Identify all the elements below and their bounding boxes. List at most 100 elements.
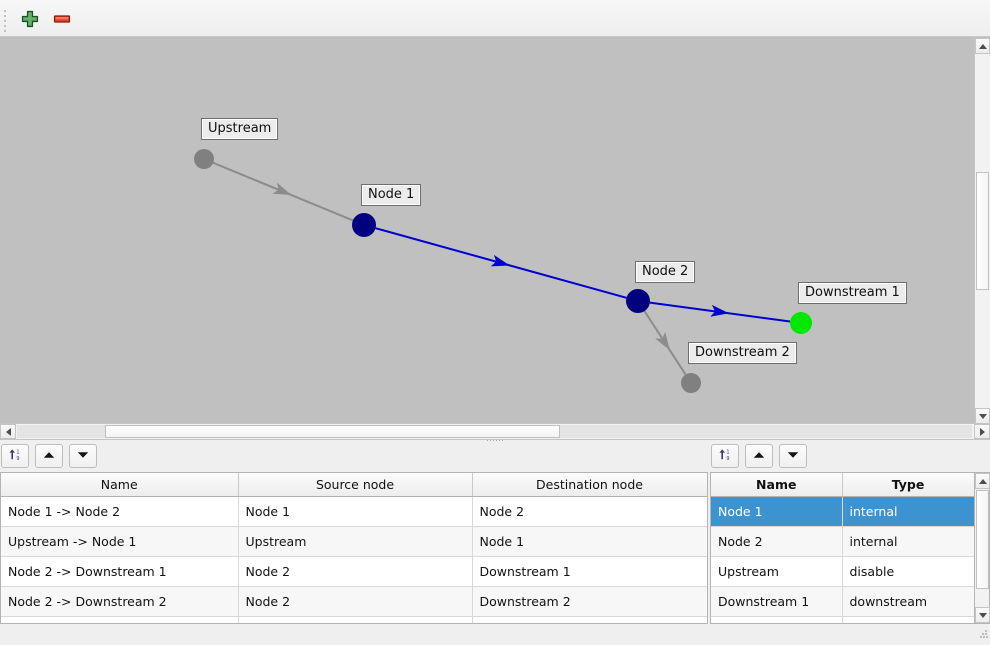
table-cell[interactable]: internal [842, 496, 974, 527]
edges-move-down-button[interactable] [69, 444, 97, 468]
canvas-hscroll-thumb[interactable] [105, 425, 560, 438]
table-cell[interactable]: internal [842, 526, 974, 557]
table-cell[interactable]: disable [842, 556, 974, 587]
graph-node-label-node2[interactable]: Node 2 [635, 261, 696, 283]
table-cell-empty [1, 616, 239, 623]
chevron-up-icon [978, 43, 987, 49]
table-empty-row [1, 616, 707, 623]
graph-node-label-upstream[interactable]: Upstream [201, 118, 279, 140]
table-cell[interactable]: Node 1 [238, 496, 473, 527]
move-up-icon [752, 449, 766, 463]
scroll-down-button[interactable] [975, 408, 990, 424]
table-cell-empty [711, 616, 843, 623]
status-footer [0, 624, 990, 645]
chevron-right-icon [979, 427, 985, 436]
canvas-vscroll-thumb[interactable] [976, 172, 989, 290]
nodes-move-up-button[interactable] [745, 444, 773, 468]
table-cell[interactable]: Node 2 -> Downstream 2 [1, 586, 239, 617]
nodes-vscroll-thumb[interactable] [976, 490, 989, 589]
graph-node-label-downstream2[interactable]: Downstream 2 [688, 342, 797, 364]
nodes-scroll-up-button[interactable] [975, 473, 990, 489]
edges-sort-button[interactable]: 1 9 [1, 444, 29, 468]
chevron-down-icon [978, 413, 987, 419]
table-cell[interactable]: Downstream 1 [711, 586, 843, 617]
table-empty-row [711, 616, 974, 623]
graph-node-downstream2[interactable] [681, 373, 701, 393]
canvas-vertical-scrollbar[interactable] [974, 38, 990, 424]
table-cell-empty [472, 616, 707, 623]
edge-layer [212, 161, 791, 376]
table-cell[interactable]: Node 1 [711, 496, 843, 527]
table-cell[interactable]: Node 1 -> Node 2 [1, 496, 239, 527]
table-cell[interactable]: Node 2 [472, 496, 707, 527]
edge-arrowhead [490, 254, 510, 267]
nodes-scroll-down-button[interactable] [975, 607, 990, 623]
add-node-button[interactable] [16, 6, 44, 34]
svg-text:9: 9 [16, 456, 19, 462]
column-header-0[interactable]: Name [1, 473, 239, 497]
table-cell[interactable]: Upstream [238, 526, 473, 557]
table-cell[interactable]: Upstream [711, 556, 843, 587]
graph-node-node1[interactable] [352, 213, 376, 237]
table-cell[interactable]: Downstream 1 [472, 556, 707, 587]
panel-splitter[interactable] [0, 440, 990, 444]
column-header-1[interactable]: Source node [238, 473, 473, 497]
nodes-sort-button[interactable]: 1 9 [711, 444, 739, 468]
nodes-move-down-button[interactable] [779, 444, 807, 468]
table-cell[interactable]: Node 2 -> Downstream 1 [1, 556, 239, 587]
table-cell[interactable]: Node 1 [472, 526, 707, 557]
table-cell[interactable]: Downstream 2 [472, 586, 707, 617]
scroll-right-button[interactable] [974, 424, 990, 439]
table-cell[interactable]: Node 2 [238, 556, 473, 587]
toolbar-drag-handle[interactable] [4, 10, 9, 32]
table-cell-empty [842, 616, 974, 623]
hscroll-track-right[interactable] [560, 425, 972, 438]
scroll-left-button[interactable] [0, 424, 16, 439]
graph-node-downstream1[interactable] [790, 312, 812, 334]
edge-arrowhead [710, 304, 729, 317]
scroll-up-button[interactable] [975, 38, 990, 54]
move-down-icon [76, 449, 90, 463]
table-cell[interactable]: Node 2 [711, 526, 843, 557]
move-down-icon [786, 449, 800, 463]
canvas-horizontal-scrollbar[interactable] [0, 423, 990, 440]
green-plus-icon [21, 10, 39, 31]
svg-text:1: 1 [726, 449, 729, 455]
svg-text:1: 1 [16, 449, 19, 455]
sort-icon: 1 9 [8, 447, 23, 465]
column-header-2[interactable]: Destination node [472, 473, 707, 497]
table-cell[interactable]: Upstream -> Node 1 [1, 526, 239, 557]
remove-node-button[interactable] [48, 6, 76, 34]
graph-node-label-downstream1[interactable]: Downstream 1 [798, 282, 907, 304]
column-header-0[interactable]: Name [711, 473, 843, 497]
graph-node-upstream[interactable] [194, 149, 214, 169]
resize-grip-icon[interactable] [980, 630, 988, 638]
graph-node-label-node1[interactable]: Node 1 [361, 184, 422, 206]
splitter-grip [487, 440, 503, 441]
chevron-down-icon [978, 612, 987, 618]
edges-panel: 1 9 [0, 444, 708, 624]
hscroll-track-left[interactable] [17, 425, 105, 438]
edges-move-up-button[interactable] [35, 444, 63, 468]
table-cell[interactable]: Node 2 [238, 586, 473, 617]
graph-node-node2[interactable] [626, 289, 650, 313]
column-header-1[interactable]: Type [842, 473, 974, 497]
table-cell[interactable]: downstream [842, 586, 974, 617]
nodes-table-scrollbar[interactable] [974, 472, 990, 624]
